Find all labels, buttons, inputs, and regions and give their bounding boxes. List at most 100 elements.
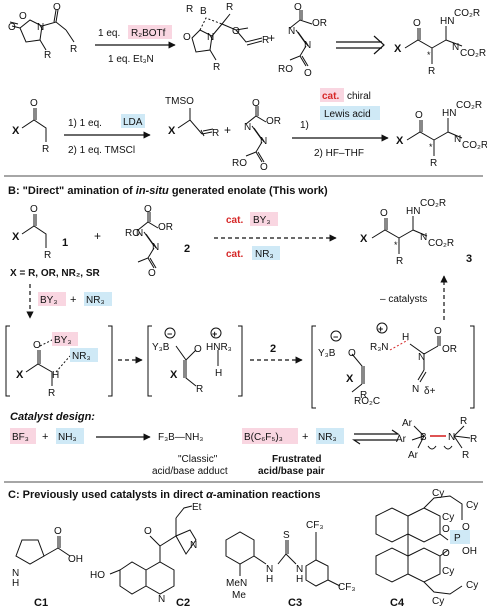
- r-group: R: [212, 128, 219, 139]
- o-atom: O: [442, 548, 450, 559]
- catalyst-label-c4: C4: [390, 597, 405, 609]
- n-atom: N: [412, 384, 419, 395]
- minus-catalysts: – catalysts: [380, 294, 427, 305]
- bf3-highlight: [10, 428, 36, 444]
- o-atom: O: [380, 208, 388, 219]
- o-atom: O: [260, 162, 268, 173]
- plus-sign: +: [302, 431, 308, 443]
- y3b-group: Y₃B: [318, 348, 336, 359]
- section-c-title: C: Previously used catalysts in direct α…: [8, 489, 320, 501]
- step1-prefix: 1) 1 eq.: [68, 118, 102, 129]
- intermediate-complex: [5, 325, 113, 397]
- frustrated-label: Frustrated: [272, 454, 321, 465]
- o-atom: O: [8, 22, 16, 33]
- n-atom: N: [260, 136, 267, 147]
- s-atom: S: [283, 530, 290, 541]
- cy-group: Cy: [432, 488, 444, 499]
- ro-group: RO: [125, 228, 140, 239]
- or-group: OR: [442, 344, 457, 355]
- r-group: R: [226, 2, 233, 13]
- hn-group: HN: [406, 206, 420, 217]
- n-atom: N: [420, 232, 427, 243]
- bf3-label: BF₃: [12, 432, 29, 443]
- x-group: X: [16, 369, 24, 381]
- compound-1-label: 1: [62, 237, 68, 249]
- row2-arrow: 1) 1 eq. LDA 2) 1 eq. TMSCl: [64, 114, 151, 156]
- hn-group: HN: [440, 16, 454, 27]
- frustrated-subtitle: acid/base pair: [258, 466, 325, 477]
- cat-step2: 2) HF–THF: [314, 148, 364, 159]
- plus-sign: +: [268, 31, 275, 45]
- x-group: X: [170, 369, 178, 381]
- stereocenter-asterisk: *: [429, 142, 433, 152]
- o-atom: O: [183, 32, 191, 43]
- catalytic-dashed-arrow: cat. BY₃ cat. NR₃: [214, 212, 337, 260]
- n-atom: N: [288, 26, 295, 37]
- o-atom: O: [415, 110, 423, 121]
- nr3-label: NR₃: [86, 295, 105, 306]
- o-atom: O: [53, 2, 61, 13]
- h-atom: H: [52, 370, 59, 381]
- h-atom: H: [215, 368, 222, 379]
- or-group: OR: [312, 18, 327, 29]
- row2-product: [406, 118, 463, 156]
- nme2-group: Me: [226, 578, 240, 589]
- nr3-highlight: [316, 428, 344, 444]
- cat-step1-num: 1): [300, 120, 309, 131]
- r-group: R: [186, 4, 193, 15]
- x-group: X: [12, 231, 20, 243]
- o-atom: O: [442, 524, 450, 535]
- o-atom: O: [413, 18, 421, 29]
- cat-label: cat.: [226, 249, 243, 260]
- ho-group: HO: [90, 570, 105, 581]
- catalyst-c1-proline: [15, 536, 71, 565]
- nh3-label: NH₃: [58, 432, 77, 443]
- row1-oxazolidinone: [9, 9, 75, 51]
- transition-state: [311, 322, 475, 409]
- o-atom: O: [54, 526, 62, 537]
- plus-charge: +: [378, 324, 383, 334]
- or-group: OR: [266, 116, 281, 127]
- cy-group: Cy: [466, 580, 478, 591]
- nh-group: N: [12, 568, 19, 579]
- o-atom: O: [252, 98, 260, 109]
- co2r-group: CO₂R: [454, 8, 480, 19]
- arrow-label-2: 2: [270, 343, 276, 355]
- r-group: R: [213, 62, 220, 73]
- reagent-et3n: 1 eq. Et₃N: [108, 54, 154, 65]
- bc6f5-label: B(C₆F₅)₃: [244, 432, 283, 443]
- o-atom: O: [294, 2, 302, 13]
- n-atom: N: [240, 578, 247, 589]
- reagent-r2botf: R₂BOTf: [131, 28, 166, 39]
- catalyst-label-c2: C2: [176, 597, 190, 609]
- cat-label: cat.: [322, 91, 339, 102]
- by3-label: BY₃: [40, 295, 57, 306]
- minus-charge: −: [167, 329, 172, 339]
- intermediate-enolate-ion-pair: [147, 325, 243, 397]
- et-group: Et: [192, 502, 202, 513]
- nh-group: N: [296, 564, 303, 575]
- x-group: X: [168, 125, 176, 137]
- h-atom: H: [402, 332, 409, 343]
- row1-boron-enolate: [191, 13, 263, 61]
- x-group: X: [346, 373, 354, 385]
- minus-charge: −: [333, 332, 338, 342]
- o-atom: O: [19, 11, 27, 22]
- bc6f5-highlight: [242, 428, 298, 444]
- r-group: R: [470, 434, 477, 445]
- nr3-label: NR₃: [318, 432, 337, 443]
- o-atom: O: [304, 68, 312, 79]
- o-atom: O: [194, 344, 202, 355]
- cy-group: Cy: [442, 566, 454, 577]
- ro-group: RO: [278, 64, 293, 75]
- y3b-group: Y₃B: [152, 342, 170, 353]
- o-atom: O: [33, 340, 41, 351]
- classic-label: "Classic": [178, 454, 218, 465]
- r-group: R: [70, 44, 77, 55]
- stereocenter-asterisk: *: [394, 240, 398, 250]
- r-group: R: [360, 390, 367, 401]
- cy-group: Cy: [442, 512, 454, 523]
- plus-charge: +: [212, 329, 217, 339]
- row1-arrow: 1 eq. R₂BOTf 1 eq. Et₃N: [95, 25, 176, 65]
